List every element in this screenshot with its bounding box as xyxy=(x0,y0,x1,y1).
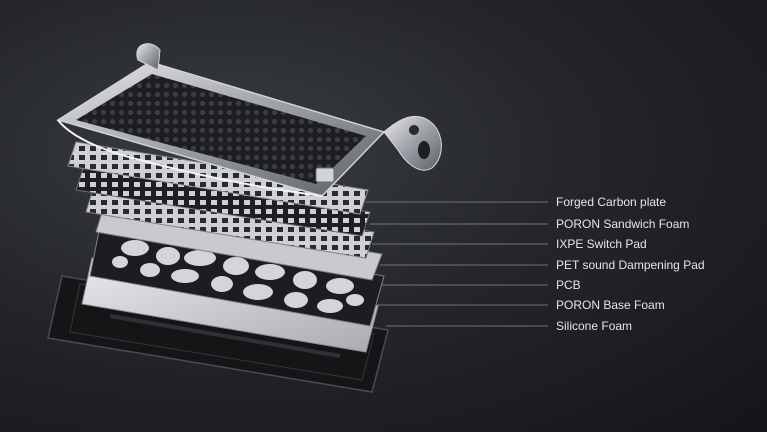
label-ixpe-switch-pad: IXPE Switch Pad xyxy=(556,237,647,251)
pcb-layer xyxy=(89,225,385,327)
label-pet-dampening-pad: PET sound Dampening Pad xyxy=(556,258,705,272)
label-forged-carbon-plate: Forged Carbon plate xyxy=(556,195,667,209)
top-case-with-keys xyxy=(56,43,442,197)
label-poron-base-foam: PORON Base Foam xyxy=(556,298,665,312)
label-poron-sandwich-foam: PORON Sandwich Foam xyxy=(556,217,690,231)
label-silicone-foam: Silicone Foam xyxy=(556,319,633,333)
leader-lines xyxy=(366,201,548,327)
label-pcb: PCB xyxy=(556,278,581,292)
